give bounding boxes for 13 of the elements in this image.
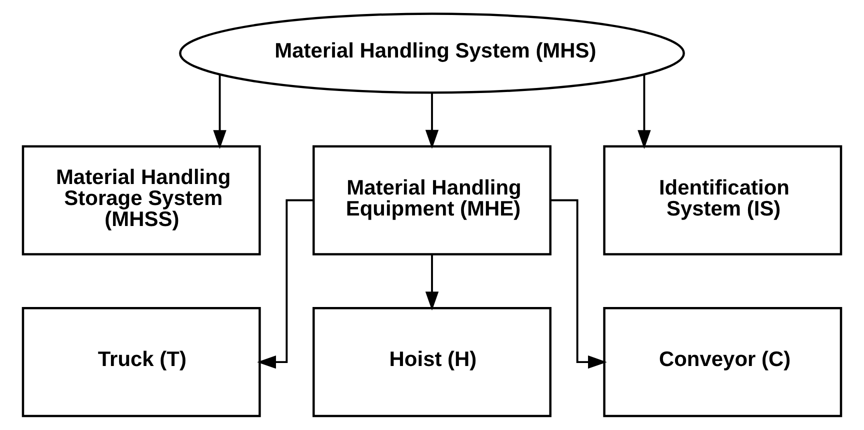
node-box: Material Handling Equipment (MHE) [312, 145, 552, 256]
arrow [213, 74, 226, 150]
arrow [425, 92, 439, 149]
node-ellipse: Material Handling System (MHS) [179, 12, 685, 94]
arrow [638, 74, 651, 150]
arrow [257, 199, 314, 369]
arrow [550, 199, 607, 369]
node-box: Material Handling Storage System (MHSS) [22, 145, 261, 256]
node-box: Hoist (H) [312, 307, 552, 418]
node-box: Conveyor (C) [603, 307, 842, 418]
node-box: Truck (T) [22, 307, 261, 418]
arrow [425, 254, 439, 311]
node-box: Identification System (IS) [603, 145, 842, 256]
